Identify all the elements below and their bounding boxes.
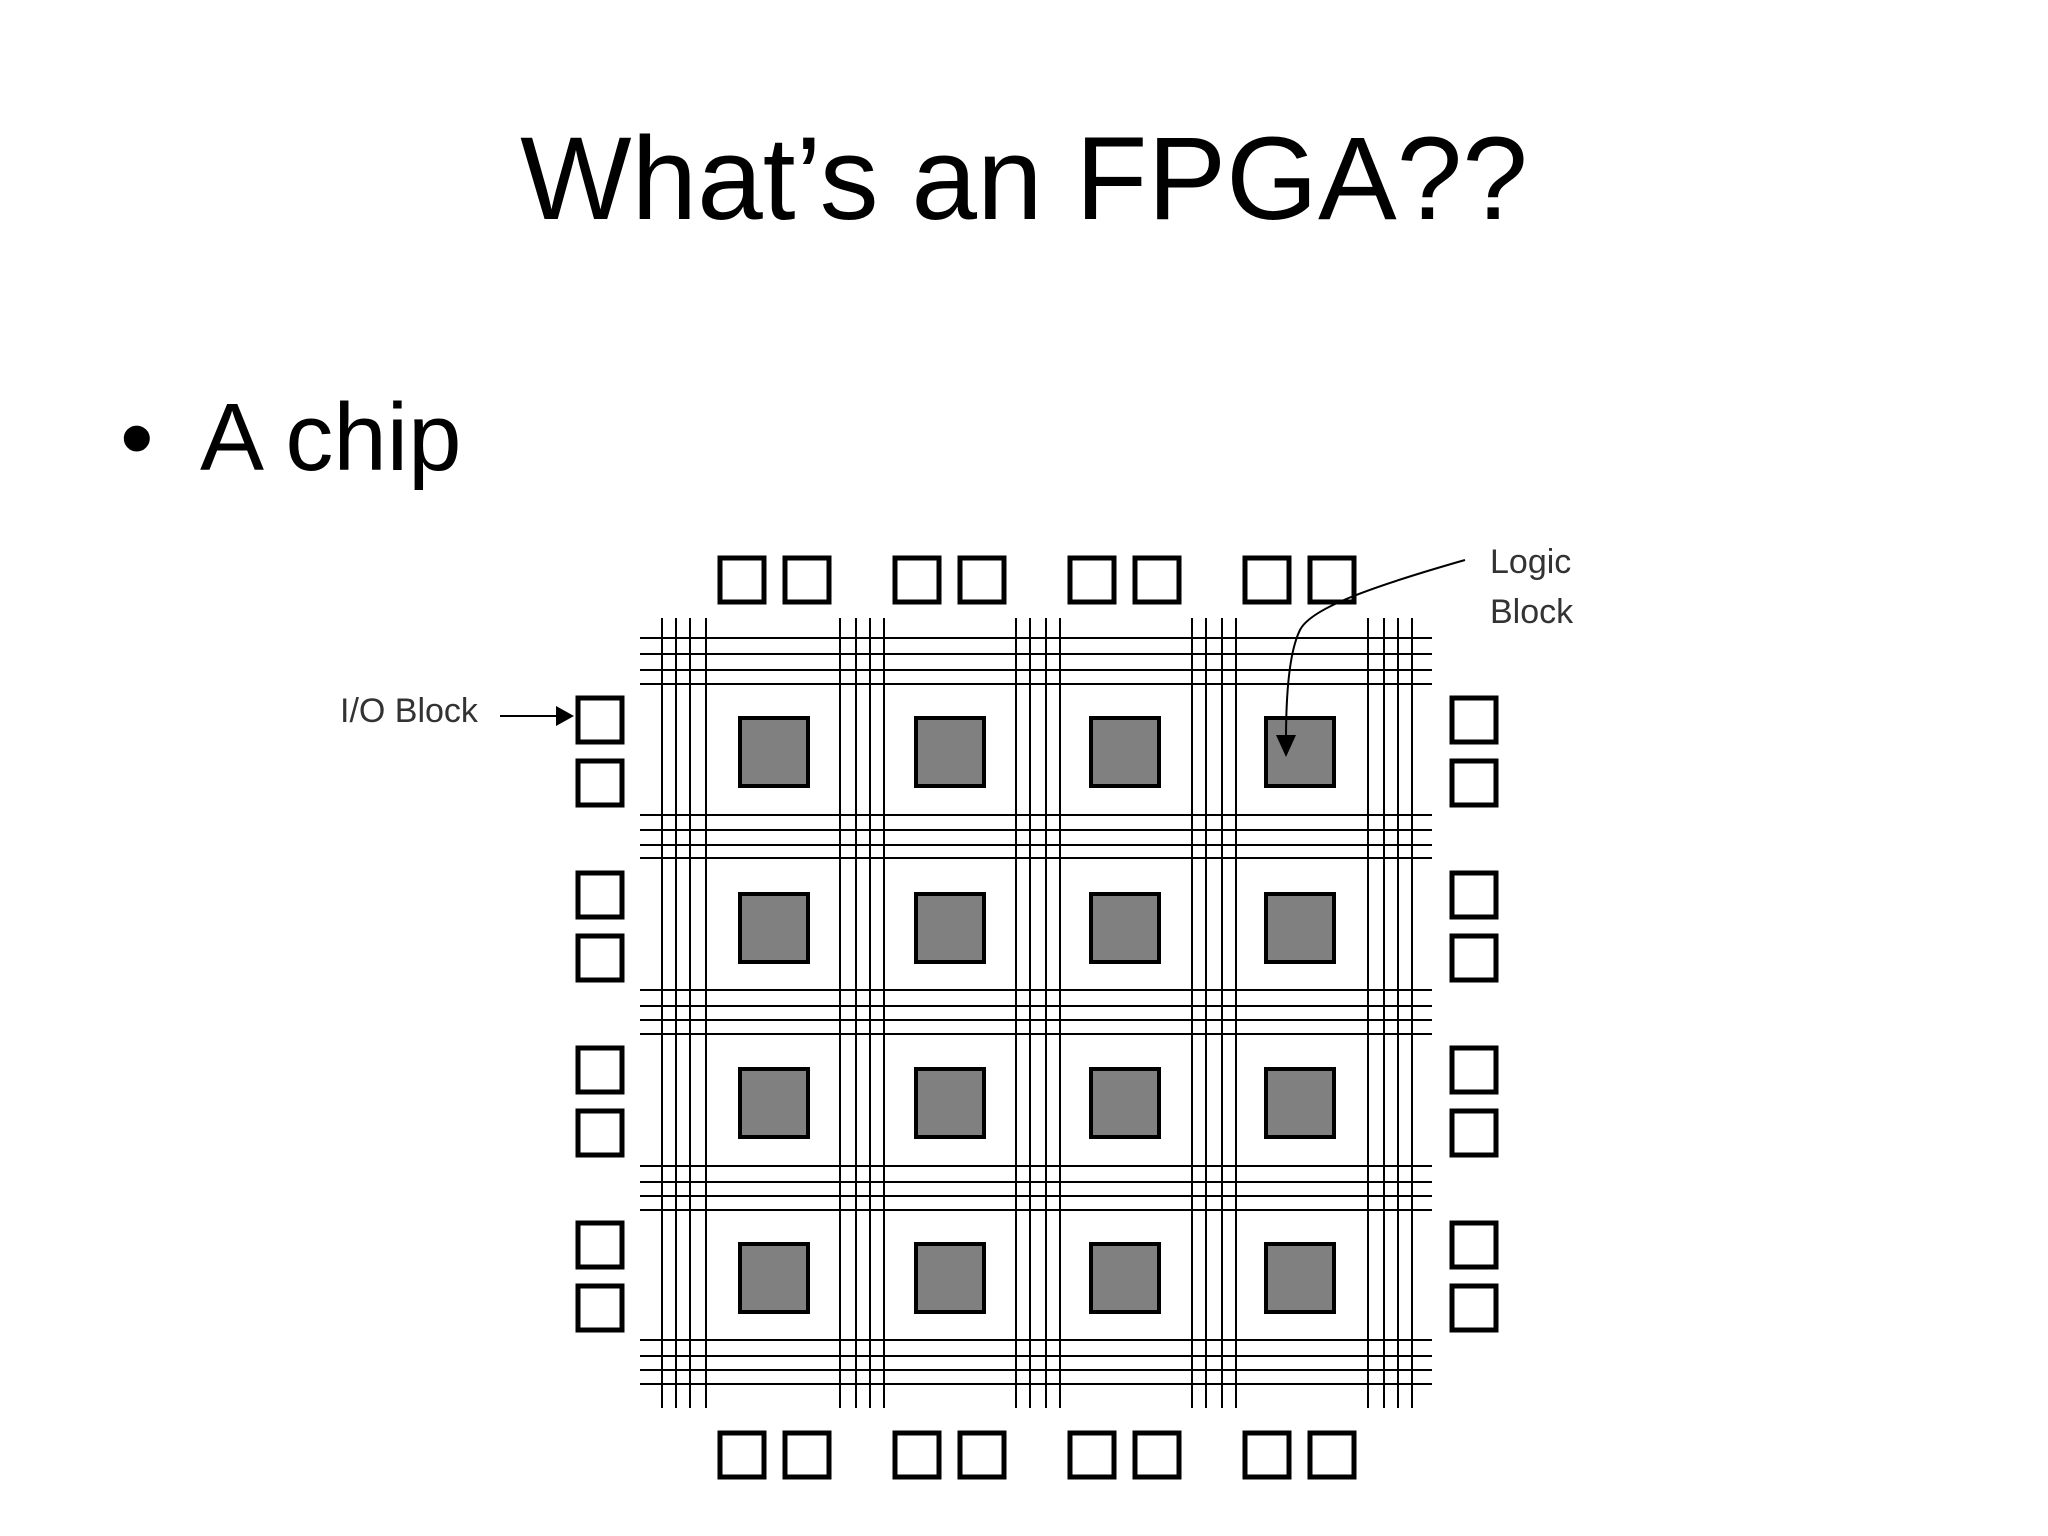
io-block-right: [1449, 1108, 1499, 1158]
io-block-right: [1449, 695, 1499, 745]
logic-block: [914, 1067, 986, 1139]
bullet-text: A chip: [200, 384, 462, 491]
io-block-label: I/O Block: [340, 692, 479, 730]
logic-block-label-line2: Block: [1490, 593, 1574, 631]
io-block-bottom: [1067, 1430, 1117, 1480]
io-block-left: [575, 1283, 625, 1333]
io-block-right: [1449, 1045, 1499, 1095]
logic-block: [1089, 1067, 1161, 1139]
io-block-right: [1449, 1283, 1499, 1333]
logic-block: [1089, 892, 1161, 964]
logic-block: [1264, 1242, 1336, 1314]
logic-block: [738, 1067, 810, 1139]
io-block-bottom: [1242, 1430, 1292, 1480]
io-block-left: [575, 1220, 625, 1270]
logic-block-pointer-line: [1285, 559, 1466, 741]
bullet-item: •A chip: [120, 390, 462, 486]
logic-block: [738, 892, 810, 964]
io-block-top: [957, 555, 1007, 605]
io-block-left: [575, 758, 625, 808]
logic-block: [914, 716, 986, 788]
logic-block-label-line1: Logic: [1490, 543, 1571, 581]
annotations: Logic Block I/O Block: [340, 543, 1574, 757]
io-block-top: [1067, 555, 1117, 605]
routing-channels: [640, 618, 1432, 1408]
logic-block-array: [738, 716, 1336, 1314]
logic-block: [1264, 892, 1336, 964]
io-block-right: [1449, 933, 1499, 983]
io-block-bottom: [1132, 1430, 1182, 1480]
logic-block: [1089, 1242, 1161, 1314]
io-block-left: [575, 1108, 625, 1158]
io-block-bottom: [1307, 1430, 1357, 1480]
logic-block: [1089, 716, 1161, 788]
io-block-top: [1132, 555, 1182, 605]
logic-block: [738, 716, 810, 788]
io-block-bottom: [717, 1430, 767, 1480]
io-block-left: [575, 1045, 625, 1095]
slide-title: What’s an FPGA??: [520, 113, 1528, 245]
io-block-left: [575, 870, 625, 920]
logic-block: [1264, 716, 1336, 788]
bullet-symbol: •: [120, 384, 154, 491]
io-block-top: [717, 555, 767, 605]
io-block-right: [1449, 870, 1499, 920]
logic-block: [914, 1242, 986, 1314]
io-block-top: [892, 555, 942, 605]
io-block-ring: [575, 555, 1499, 1480]
io-block-left: [575, 695, 625, 745]
io-block-right: [1449, 1220, 1499, 1270]
io-block-bottom: [782, 1430, 832, 1480]
logic-block: [1264, 1067, 1336, 1139]
logic-block-arrowhead: [1276, 735, 1296, 757]
io-block-bottom: [957, 1430, 1007, 1480]
io-block-top: [1242, 555, 1292, 605]
io-block-right: [1449, 758, 1499, 808]
io-block-left: [575, 933, 625, 983]
logic-block: [738, 1242, 810, 1314]
io-block-bottom: [892, 1430, 942, 1480]
io-block-arrowhead: [556, 706, 574, 726]
logic-block: [914, 892, 986, 964]
io-block-top: [782, 555, 832, 605]
io-block-top: [1307, 555, 1357, 605]
